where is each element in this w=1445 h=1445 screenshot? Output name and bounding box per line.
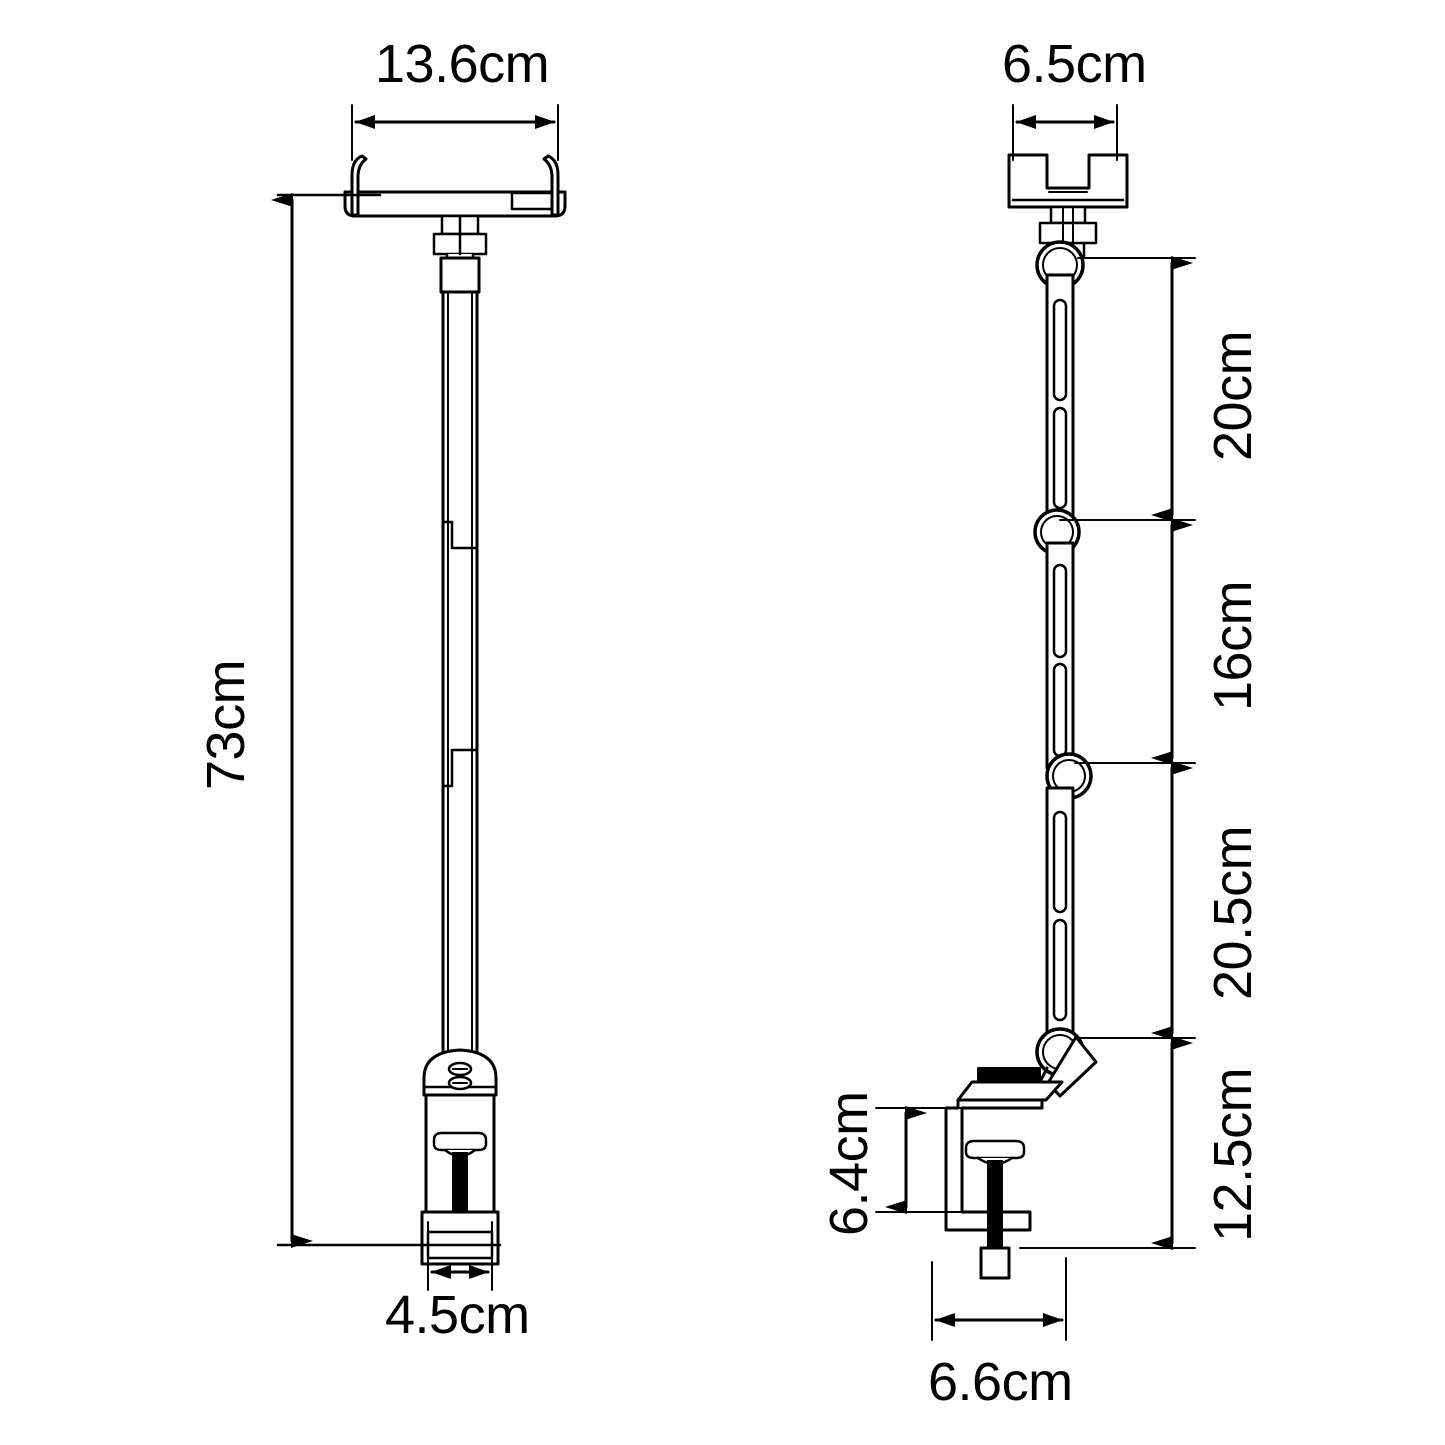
dim-6.5cm (1012, 104, 1118, 161)
dim-6.6cm (931, 1257, 1067, 1341)
tray-hook-left (350, 154, 368, 217)
dim-label-front-width-top: 13.6cm (375, 34, 550, 94)
tray-hook-right (542, 154, 560, 217)
clamp-top-plate (956, 1067, 1064, 1102)
side-view-dimensions (875, 104, 1196, 1341)
pole-collar-top (439, 256, 481, 294)
clamp-screw-side (964, 1139, 1026, 1280)
dim-label-side-segment-middle: 16cm (1203, 580, 1263, 711)
dome-joint-housing (422, 1048, 498, 1097)
dim-label-front-height-total: 73cm (196, 659, 256, 790)
dim-13.6cm (351, 104, 559, 161)
dim-label-side-clamp-jaw: 6.4cm (819, 1091, 879, 1236)
side-view-group (944, 153, 1129, 1280)
dim-label-side-clamp-height: 12.5cm (1203, 1067, 1263, 1242)
front-view-dimensions (271, 104, 559, 1291)
arm-segment-middle (1045, 541, 1075, 770)
dim-4.5cm (427, 1221, 493, 1291)
clamp-foot (420, 1210, 500, 1266)
dim-label-side-clamp-width: 6.6cm (928, 1352, 1073, 1412)
arm-segment-lower (1045, 786, 1075, 1034)
dim-73cm (271, 193, 502, 1248)
dim-6.4cm (875, 1106, 967, 1214)
tray-cross-section (1007, 153, 1129, 209)
dim-label-side-segment-lower: 20.5cm (1203, 825, 1263, 1000)
front-view-group (343, 154, 567, 1266)
dim-label-side-segment-upper: 20cm (1203, 330, 1263, 461)
dim-label-side-width-top: 6.5cm (1002, 34, 1147, 94)
dim-label-front-width-base: 4.5cm (385, 1285, 530, 1345)
telescoping-pole (441, 290, 479, 1057)
arm-segment-upper (1045, 273, 1075, 522)
